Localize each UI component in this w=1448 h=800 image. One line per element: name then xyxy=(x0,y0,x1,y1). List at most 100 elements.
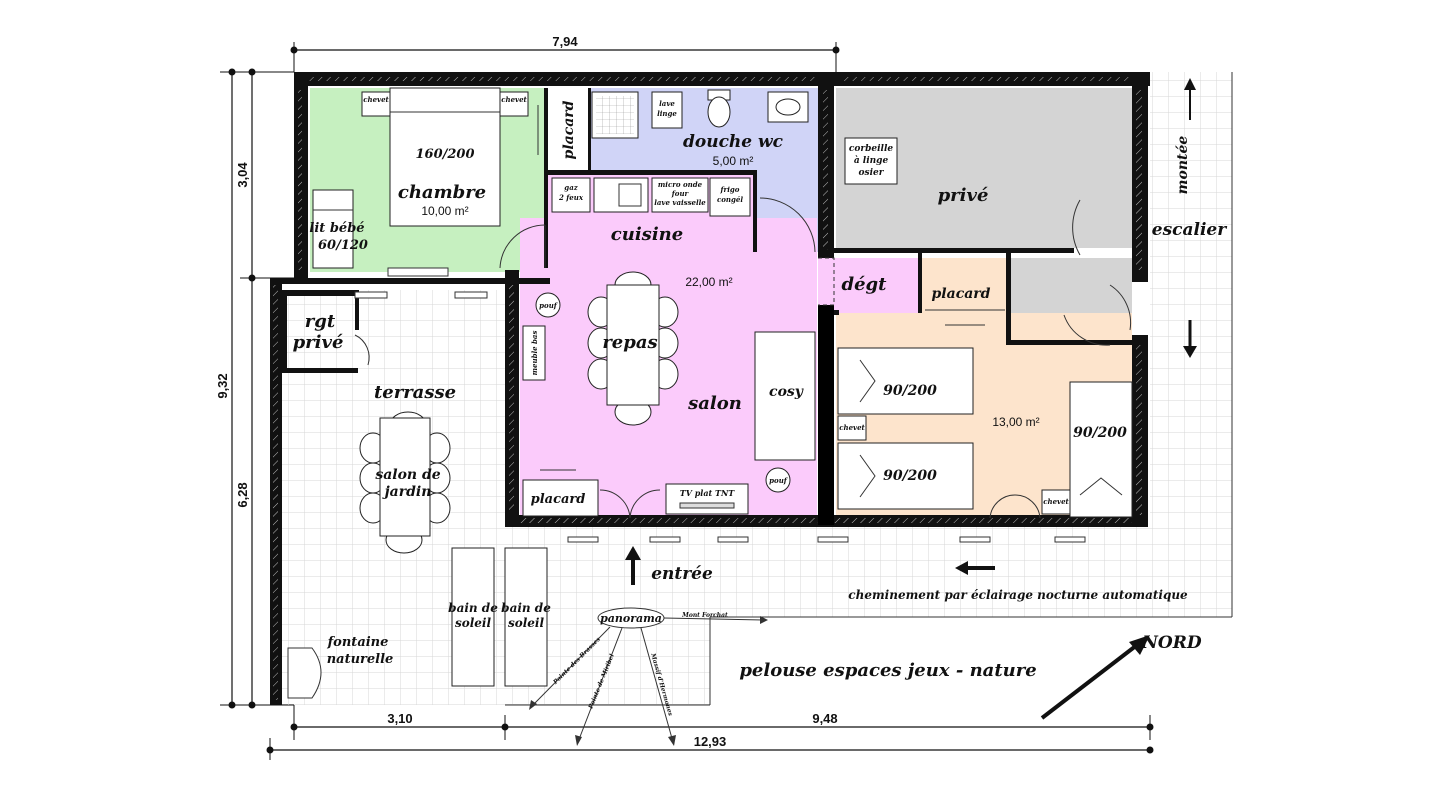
svg-text:bain de: bain de xyxy=(501,601,551,615)
chevet-left xyxy=(361,91,391,117)
svg-text:micro onde: micro onde xyxy=(658,180,703,189)
douche-wc: lave linge douche wc 5,00 m² xyxy=(591,89,809,168)
svg-text:corbeille: corbeille xyxy=(849,144,894,154)
sejour-area: 22,00 m² xyxy=(685,275,732,289)
walls xyxy=(270,72,1150,705)
dim-bottom-total: 12,93 xyxy=(694,734,727,749)
svg-text:90/200: 90/200 xyxy=(883,383,937,399)
crib-label-1: lit bébé xyxy=(309,221,364,236)
degt-fill xyxy=(818,258,920,313)
svg-text:naturelle: naturelle xyxy=(327,652,394,667)
montee-label: montée xyxy=(1175,136,1191,195)
chambre2-area: 13,00 m² xyxy=(992,415,1039,429)
tv xyxy=(665,483,749,515)
chambre-2: 90/200 chevet 90/200 13,00 m² 90/200 che… xyxy=(837,347,1133,518)
salon-repas: repas salon cosy pouf pouf meuble bas TV… xyxy=(522,271,816,517)
sofa xyxy=(754,331,816,461)
prive: corbeille à linge osier privé escalier m… xyxy=(844,78,1227,358)
svg-text:Mont Forchat: Mont Forchat xyxy=(681,612,728,619)
repas-label: repas xyxy=(602,332,657,353)
pelouse-label: pelouse espaces jeux - nature xyxy=(739,660,1036,681)
svg-text:gaz: gaz xyxy=(564,183,578,192)
doors xyxy=(354,197,1132,543)
svg-text:chevet: chevet xyxy=(839,423,865,432)
single-bed-1 xyxy=(837,347,974,415)
svg-text:placard: placard xyxy=(531,492,586,507)
svg-text:à linge: à linge xyxy=(854,155,889,166)
svg-text:2 feux: 2 feux xyxy=(558,193,584,202)
svg-text:four: four xyxy=(671,189,690,198)
svg-text:soleil: soleil xyxy=(508,616,545,630)
dining-table xyxy=(606,284,660,406)
rgt-prive: rgt privé xyxy=(293,311,344,353)
cosy-label: cosy xyxy=(769,384,804,400)
svg-text:chevet: chevet xyxy=(1043,497,1069,506)
sunbed-1 xyxy=(451,547,495,687)
svg-text:jardin: jardin xyxy=(382,484,432,500)
dim-left-lower: 6,28 xyxy=(235,482,250,507)
placard-chambre-label: placard xyxy=(561,100,577,159)
double-bed xyxy=(389,87,501,227)
single-bed-2 xyxy=(837,442,974,510)
fridge xyxy=(709,177,751,217)
dim-left-total: 9,32 xyxy=(215,373,230,398)
svg-text:congél: congél xyxy=(717,195,743,204)
pouf-1 xyxy=(535,292,561,318)
placard-degt-label: placard xyxy=(932,286,991,302)
north-arrow: NORD xyxy=(1040,633,1202,720)
svg-text:frigo: frigo xyxy=(720,185,740,194)
placard-salon xyxy=(522,479,599,517)
chevet-right xyxy=(499,91,529,117)
panorama-label: panorama xyxy=(600,612,662,625)
svg-text:pouf: pouf xyxy=(769,476,789,485)
crib xyxy=(312,189,354,269)
svg-text:fontaine: fontaine xyxy=(327,635,389,650)
chambre-label: chambre xyxy=(398,182,486,203)
sdb-area: 5,00 m² xyxy=(713,154,754,168)
degagement: dégt placard xyxy=(842,274,1005,326)
prive-label: privé xyxy=(938,185,989,206)
svg-text:meuble bas: meuble bas xyxy=(530,331,539,376)
svg-text:90/200: 90/200 xyxy=(883,468,937,484)
garden-table xyxy=(379,417,431,537)
svg-text:salon de: salon de xyxy=(375,467,440,483)
salon-label: salon xyxy=(687,393,742,414)
toilet xyxy=(707,96,731,128)
dim-bottom-right: 9,48 xyxy=(812,711,837,726)
svg-text:90/200: 90/200 xyxy=(1073,425,1127,441)
sdb-label: douche wc xyxy=(683,132,784,152)
svg-text:lave vaisselle: lave vaisselle xyxy=(654,198,706,207)
chevet-right-label: chevet xyxy=(501,95,527,104)
dim-bottom-left: 3,10 xyxy=(387,711,412,726)
micro-oven xyxy=(651,177,709,213)
svg-text:TV plat TNT: TV plat TNT xyxy=(680,488,736,498)
dim-top: 7,94 xyxy=(552,34,578,49)
terrasse: terrasse salon de jardin bain de soleil … xyxy=(287,382,551,699)
chambre-area: 10,00 m² xyxy=(421,204,468,218)
svg-text:privé: privé xyxy=(293,332,344,353)
dimension-lines: 7,94 9,32 3,04 6,28 3,10 9,48 12,93 xyxy=(215,34,1154,760)
svg-text:rgt: rgt xyxy=(305,311,336,332)
fontaine xyxy=(287,647,322,699)
meuble-bas xyxy=(522,325,546,381)
terrasse-label: terrasse xyxy=(374,382,456,403)
bed-size-label: 160/200 xyxy=(415,147,474,162)
degt-label: dégt xyxy=(842,274,888,295)
chambre: chevet chevet 160/200 chambre 10,00 m² l… xyxy=(309,87,577,269)
svg-text:bain de: bain de xyxy=(448,601,498,615)
svg-text:lave: lave xyxy=(659,99,675,108)
chevet-c2-2 xyxy=(1041,489,1071,515)
svg-text:linge: linge xyxy=(657,109,677,118)
gas-stove xyxy=(551,177,591,213)
cuisine: gaz 2 feux micro onde four lave vaissell… xyxy=(551,177,751,289)
nord-label: NORD xyxy=(1141,633,1201,653)
dim-left-upper: 3,04 xyxy=(235,162,250,188)
svg-text:soleil: soleil xyxy=(455,616,492,630)
cheminement-label: cheminement par éclairage nocturne autom… xyxy=(848,588,1188,602)
svg-text:osier: osier xyxy=(859,168,885,178)
washing-machine xyxy=(651,91,683,129)
entree: entrée cheminement par éclairage nocturn… xyxy=(625,546,1188,602)
pouf-2 xyxy=(765,467,791,493)
chevet-c2-1 xyxy=(837,415,867,441)
